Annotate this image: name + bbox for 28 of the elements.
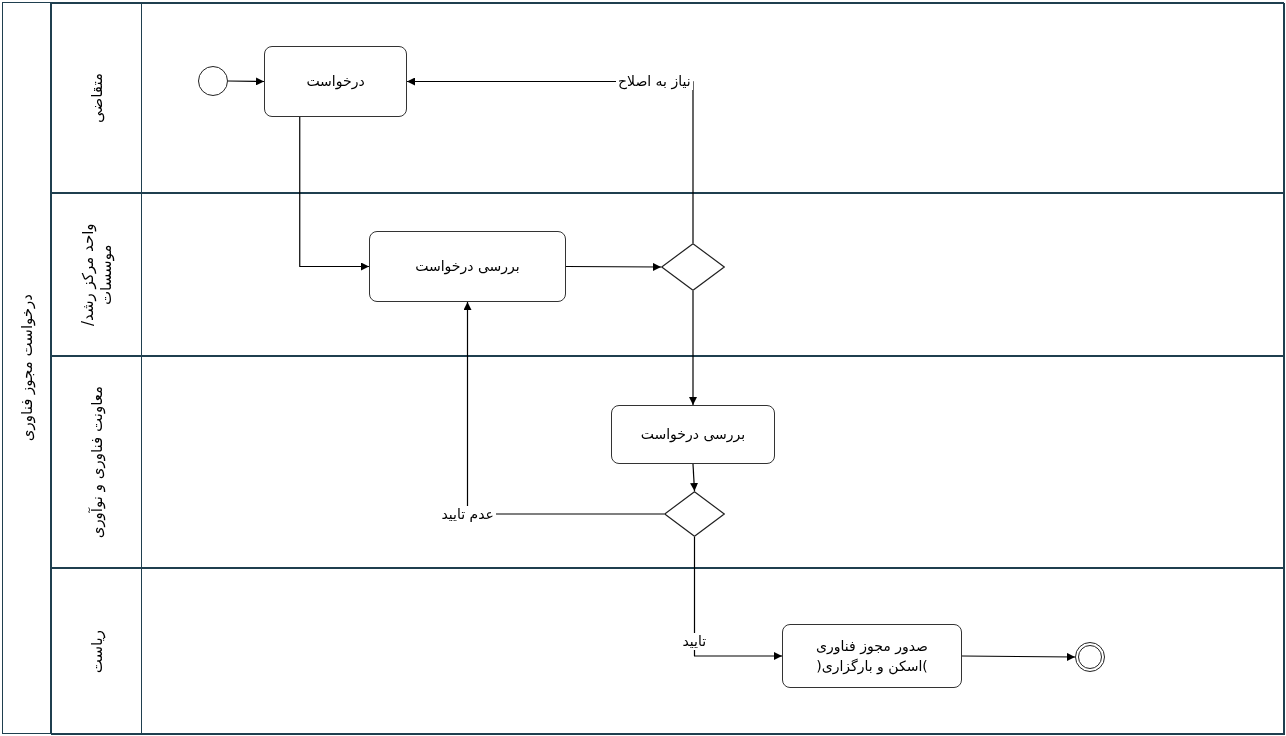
arrow	[693, 536, 783, 660]
task-box: بررسی درخواست	[611, 405, 775, 464]
task-box: بررسی درخواست	[369, 231, 566, 302]
edge-label: تایید	[680, 633, 709, 650]
lane-header: معاونت فناوری و نوآوری	[52, 357, 142, 567]
lane-header: ریاست	[52, 569, 142, 734]
pool-header: درخواست مجوز فناوری	[3, 3, 51, 733]
gateway-diamond	[661, 243, 725, 291]
lane-header: متقاضی	[52, 4, 142, 192]
edge-label: عدم تایید	[439, 505, 496, 523]
arrow	[689, 290, 697, 406]
end-event-circle	[1075, 642, 1105, 672]
arrow	[463, 301, 665, 515]
arrow	[299, 116, 370, 271]
lane-header: واحد مرکز رشد/ موسسات	[52, 194, 142, 355]
task-box: درخواست	[264, 46, 407, 117]
swimlane	[51, 193, 1285, 356]
task-box: صدور مجوز فناوری )اسکن و بارگزاری(	[782, 624, 962, 688]
start-event-circle	[198, 66, 228, 96]
arrow	[565, 262, 662, 271]
swimlane	[51, 356, 1285, 568]
swimlane	[51, 3, 1285, 193]
arrow	[961, 652, 1076, 661]
swimlane	[51, 568, 1285, 735]
edge-label: نیاز به اصلاح	[616, 73, 693, 90]
arrow	[227, 77, 265, 86]
gateway-diamond	[664, 491, 725, 537]
arrow	[690, 463, 699, 492]
